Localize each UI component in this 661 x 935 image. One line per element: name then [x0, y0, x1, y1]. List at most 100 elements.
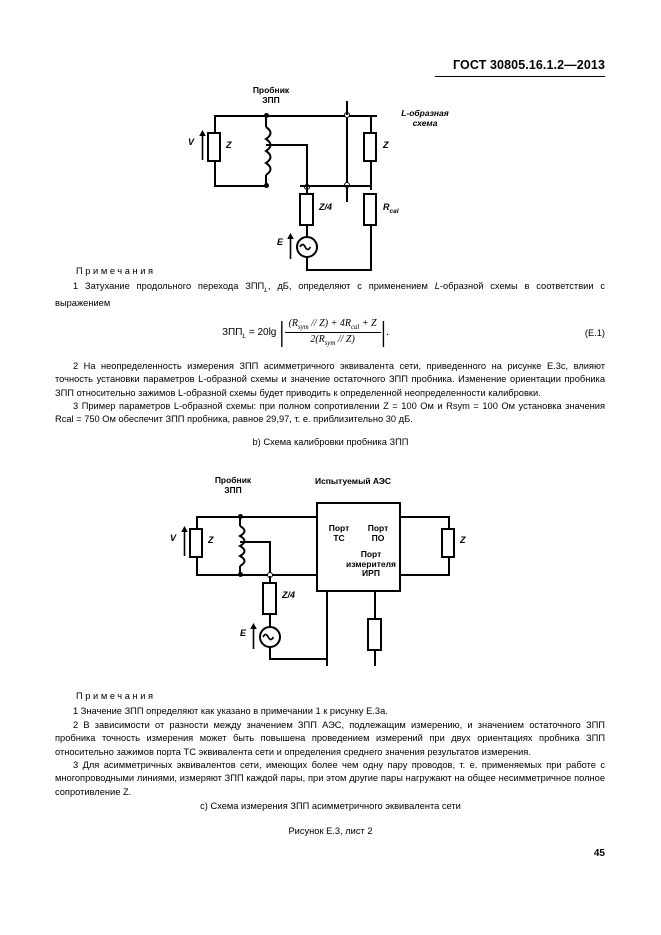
- wire-top: [214, 115, 377, 117]
- wire-c-source-bottom: [269, 647, 271, 660]
- label-v: V: [188, 137, 195, 147]
- probe-label-line1: Пробник: [252, 85, 290, 95]
- label-c-z-left: Z: [208, 535, 214, 545]
- node-c-probe-bottom: [238, 572, 243, 577]
- resistor-rcal: [363, 193, 377, 226]
- label-e: E: [277, 237, 284, 247]
- formula-lhs-sub: L: [242, 332, 247, 340]
- header-divider: [435, 76, 605, 77]
- resistor-c-meas: [367, 618, 382, 651]
- formula-num-p3: + Z: [359, 318, 377, 329]
- notes-c-title: Примечания: [76, 691, 156, 701]
- voltage-arrow-e: [286, 233, 295, 264]
- formula-num-sub1: sym: [298, 324, 309, 331]
- note-c2-text: 2 В зависимости от разности между значен…: [55, 720, 605, 757]
- wire-c-tap-down: [269, 541, 271, 576]
- notes-c-note-2: 2 В зависимости от разности между значен…: [55, 719, 605, 759]
- label-rcal-main: R: [383, 202, 390, 212]
- wire-c-z4-bottom: [269, 615, 271, 627]
- note-b1-part1: 1 Затухание продольного перехода ЗПП: [73, 281, 265, 291]
- label-rcal: Rcal: [383, 202, 399, 216]
- wire-c-meas-bottom: [374, 651, 376, 666]
- page-number: 45: [593, 848, 605, 859]
- voltage-arrow-v-c: [180, 526, 189, 561]
- notes-c-note-3: 3 Для асимметричных эквивалентов сети, и…: [55, 759, 605, 799]
- ac-source: [296, 236, 318, 258]
- lshape-label-line2: схема: [412, 117, 438, 128]
- note-b1-italic: L: [434, 281, 440, 291]
- wire-c-left-top: [196, 516, 198, 531]
- port-meas-line3: ИРП: [362, 568, 380, 579]
- lshape-label-line1: L-образная: [401, 108, 449, 118]
- caption-b: b) Схема калибровки пробника ЗПП: [252, 437, 409, 447]
- note-c3-text: 3 Для асимметричных эквивалентов сети, и…: [55, 760, 605, 797]
- node-c-probe-top: [238, 514, 243, 519]
- resistor-c-z-right: [441, 528, 455, 558]
- formula-abs-right: |: [380, 316, 387, 348]
- formula-period: .: [386, 325, 389, 338]
- notes-c-note-1: 1 Значение ЗПП определяют как указано в …: [55, 705, 605, 718]
- wire-rail-mid: [346, 118, 348, 186]
- label-c-z-right: Z: [460, 535, 466, 545]
- formula-fraction: (Rsym // Z) + 4Rcal + Z 2(Rsym // Z): [284, 318, 381, 347]
- note-b1-part3: -образной схемы в соответствии с выражен…: [55, 281, 605, 309]
- wire-c-top-right: [401, 516, 450, 518]
- formula-den-p2: // Z): [335, 334, 355, 345]
- formula-number: (E.1): [584, 328, 605, 338]
- formula-e1: ЗППL = 20lg | (Rsym // Z) + 4Rcal + Z 2(…: [222, 318, 389, 347]
- label-c-z4: Z/4: [282, 590, 296, 600]
- port-meas-line2: измерителя: [346, 558, 396, 569]
- resistor-c-z4: [262, 582, 277, 615]
- wire-z4-bottom: [306, 226, 308, 237]
- port-po-line1: Порт: [367, 523, 389, 533]
- document-header-standard: ГОСТ 30805.16.1.2—2013: [453, 58, 605, 72]
- port-po-label: Порт ПО: [360, 523, 396, 543]
- wire-z4-top: [306, 187, 308, 195]
- wire-c-right-bottom: [448, 556, 450, 576]
- resistor-c-z-left: [189, 528, 203, 558]
- wire-rcal-bottom: [370, 226, 372, 271]
- wire-return-bottom: [306, 269, 372, 271]
- node-probe-bottom: [264, 183, 269, 188]
- probe-c-label-line2: ЗПП: [224, 484, 242, 495]
- notes-b-note-1: 1 Затухание продольного перехода ЗПП L, д…: [55, 280, 605, 310]
- wire-probe-tap: [266, 144, 308, 146]
- wire-bottom-left: [214, 185, 267, 187]
- note-b1-part2: , дБ, определяют с применением: [267, 281, 435, 291]
- wire-c-top-left: [196, 516, 316, 518]
- wire-c-right-top: [448, 516, 450, 531]
- wire-tap-down: [306, 144, 308, 187]
- label-c-v: V: [170, 533, 177, 543]
- caption-c: с) Схема измерения ЗПП асимметричного эк…: [200, 801, 461, 811]
- formula-num-p2: // Z) + 4R: [308, 318, 351, 329]
- resistor-z-right: [363, 132, 377, 162]
- wire-c-meas-top: [374, 592, 376, 620]
- note-c1-text: 1 Значение ЗПП определяют как указано в …: [73, 706, 388, 716]
- wire-c-left-bottom: [196, 556, 198, 576]
- note-b3-text: 3 Пример параметров L-образной схемы: пр…: [55, 401, 605, 425]
- note-b2-text: 2 На неопределенность измерения ЗПП асим…: [55, 361, 605, 398]
- port-tc-label: Порт ТС: [321, 523, 357, 543]
- formula-lhs-text: ЗПП: [222, 326, 243, 338]
- wire-c-z4-top: [269, 576, 271, 584]
- wire-rail-top-stub: [346, 101, 348, 115]
- label-z-right: Z: [383, 140, 389, 150]
- port-tc-line2: ТС: [333, 532, 345, 543]
- port-po-line2: ПО: [371, 532, 385, 543]
- wire-zr-bottom: [370, 162, 372, 190]
- figure-b-probe-label: Пробник ЗПП: [236, 85, 306, 105]
- voltage-arrow-v: [198, 130, 207, 165]
- wire-c-bottom-left: [196, 574, 316, 576]
- formula-num-p1: (R: [288, 318, 299, 329]
- resistor-z4: [299, 193, 314, 226]
- wire-left-top: [214, 115, 216, 132]
- wire-rail-bottom-stub: [346, 188, 348, 202]
- label-z-left: Z: [226, 140, 232, 150]
- label-rcal-sub: cal: [389, 207, 399, 215]
- formula-abs-left: |: [278, 316, 285, 348]
- label-c-e: E: [240, 628, 247, 638]
- probe-c-label-line1: Пробник: [214, 475, 252, 485]
- formula-lhs: ЗППL: [222, 326, 247, 340]
- wire-left-bottom: [214, 162, 216, 187]
